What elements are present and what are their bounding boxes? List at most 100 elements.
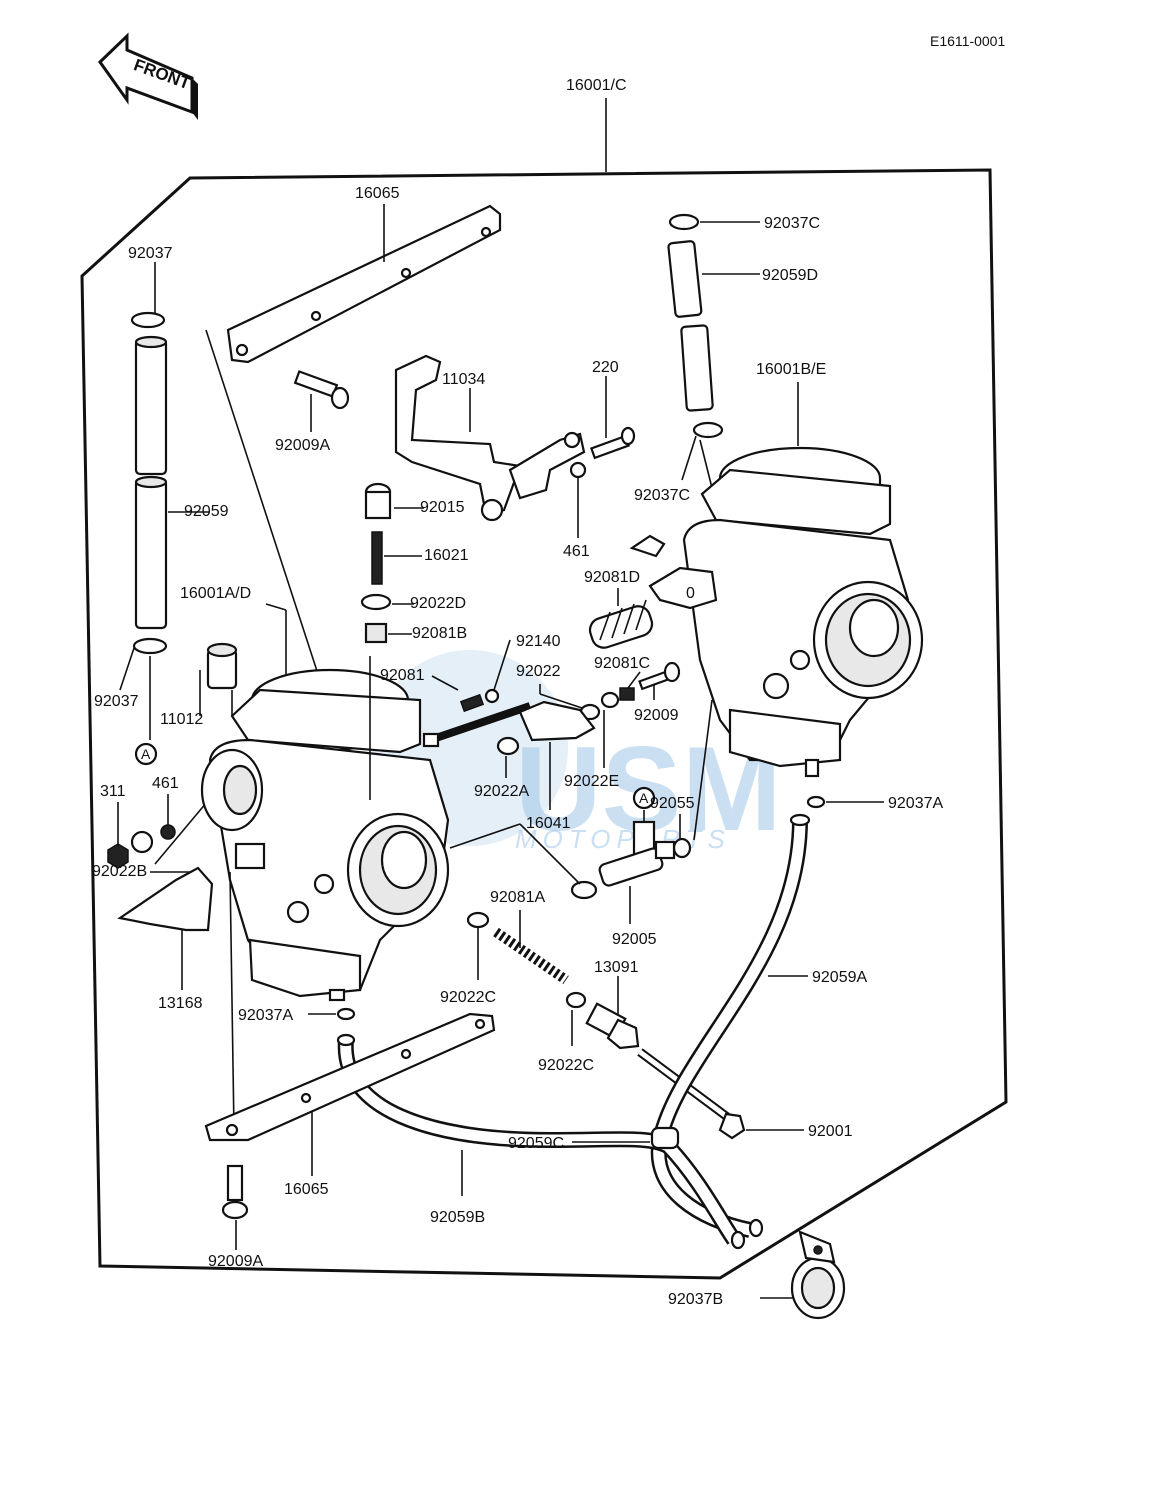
washer-92022c-1 — [466, 911, 490, 929]
screw-92009 — [638, 661, 681, 691]
hose-end — [748, 1218, 764, 1238]
linkage-plate-bottom — [204, 1012, 496, 1142]
marker-a-left-text: A — [141, 746, 151, 762]
shaft-end — [422, 732, 440, 748]
label-92059a: 92059A — [812, 969, 867, 986]
label-92059c: 92059C — [508, 1135, 564, 1152]
label-461-right: 461 — [563, 543, 590, 560]
leader-16001ad-a — [265, 603, 287, 611]
label-92081b: 92081B — [412, 625, 467, 642]
label-92022d: 92022D — [410, 595, 466, 612]
oring-92005 — [570, 880, 598, 900]
label-16065-top: 16065 — [355, 185, 400, 202]
label-16021: 16021 — [424, 547, 469, 564]
oring-92055 — [672, 837, 692, 859]
marker-a-left — [134, 742, 158, 766]
label-92059: 92059 — [184, 503, 229, 520]
bolt-92001-head — [718, 1112, 746, 1140]
label-92022a: 92022A — [474, 783, 529, 800]
label-92037b: 92037B — [668, 1291, 723, 1308]
label-92022e: 92022E — [564, 773, 619, 790]
tube-92059-lower — [134, 478, 168, 630]
label-92009: 92009 — [634, 707, 679, 724]
washer-461-right — [569, 461, 587, 479]
label-92022c-2: 92022C — [538, 1057, 594, 1074]
hose-end — [730, 1230, 746, 1250]
tube-92059-upper — [134, 338, 168, 476]
hose-fill — [653, 819, 806, 1236]
fitting-92005 — [598, 820, 676, 887]
washer-92022c-2 — [565, 991, 587, 1009]
leader-92022b-2 — [154, 795, 213, 865]
ring-92140 — [484, 688, 500, 704]
label-92009a-bottom: 92009A — [208, 1253, 263, 1270]
label-311: 311 — [100, 783, 126, 800]
clip-92037-bottom — [132, 637, 168, 655]
bracket-13168 — [117, 866, 214, 932]
assembly-boundary — [80, 168, 1008, 1280]
spring-92081b — [364, 622, 388, 644]
washer-92022e — [600, 691, 620, 709]
tube-92059d-lower — [680, 324, 714, 412]
label-92009a-top: 92009A — [275, 437, 330, 454]
label-92022c-1: 92022C — [440, 989, 496, 1006]
marker-a-right-text: A — [639, 790, 649, 806]
washer-92022a — [496, 736, 520, 756]
label-92059d: 92059D — [762, 267, 818, 284]
hose-end — [789, 813, 811, 827]
clip-92037a-right — [806, 795, 826, 809]
nut-92081c — [619, 687, 635, 701]
label-92005: 92005 — [612, 931, 657, 948]
leader-92140 — [493, 639, 511, 691]
label-16001ad: 16001A/D — [180, 585, 251, 602]
bracket-11034 — [394, 354, 586, 522]
label-461-left: 461 — [152, 775, 179, 792]
label-13091: 13091 — [594, 959, 639, 976]
leader-92081c — [627, 671, 641, 689]
leader-92005-b — [449, 823, 521, 849]
linkage-plate-top — [226, 204, 502, 364]
label-92081c: 92081C — [594, 655, 650, 672]
label-13168: 13168 — [158, 995, 203, 1012]
label-92037-left: 92037 — [128, 245, 173, 262]
spring-92081a — [493, 927, 569, 985]
label-92081a: 92081A — [490, 889, 545, 906]
carburetor-right: 0 — [629, 446, 924, 778]
adjuster-13091 — [585, 1002, 640, 1050]
clamp-92037b — [790, 1230, 846, 1320]
spring-92081 — [459, 693, 485, 713]
label-92059b: 92059B — [430, 1209, 485, 1226]
label-92037c-mid: 92037C — [634, 487, 690, 504]
label-92055: 92055 — [650, 795, 695, 812]
assembly-label: 16001/C — [566, 77, 627, 94]
svg-text:0: 0 — [686, 585, 695, 602]
tube-92059d-upper — [667, 240, 703, 318]
label-220: 220 — [592, 359, 619, 376]
label-16001be: 16001B/E — [756, 361, 826, 378]
throttle-shaft — [428, 702, 532, 744]
clip-92037c-mid — [692, 421, 724, 439]
label-92037a-right: 92037A — [888, 795, 943, 812]
carburetor-left — [200, 668, 450, 1131]
label-92001: 92001 — [808, 1123, 853, 1140]
hose-fill — [340, 1039, 739, 1244]
screw-220 — [589, 426, 636, 460]
cap-11012 — [206, 642, 238, 690]
label-92081: 92081 — [380, 667, 425, 684]
label-16065-bottom: 16065 — [284, 1181, 329, 1198]
label-16041: 16041 — [526, 815, 571, 832]
label-11034: 11034 — [442, 371, 485, 388]
nut-311 — [107, 824, 176, 869]
document-code: E1611-0001 — [930, 33, 1005, 49]
leader-92055-b — [693, 699, 713, 841]
leader-92005-a — [519, 823, 581, 885]
screw-92009a-top — [293, 370, 350, 410]
leader-92081 — [431, 675, 459, 691]
clip-92037a-left — [336, 1007, 356, 1021]
leader-92037c-mid-b — [699, 439, 713, 489]
label-92081d: 92081D — [584, 569, 640, 586]
label-92022b: 92022B — [92, 863, 147, 880]
spring-92081d — [588, 599, 654, 649]
label-92037a-left: 92037A — [238, 1007, 293, 1024]
